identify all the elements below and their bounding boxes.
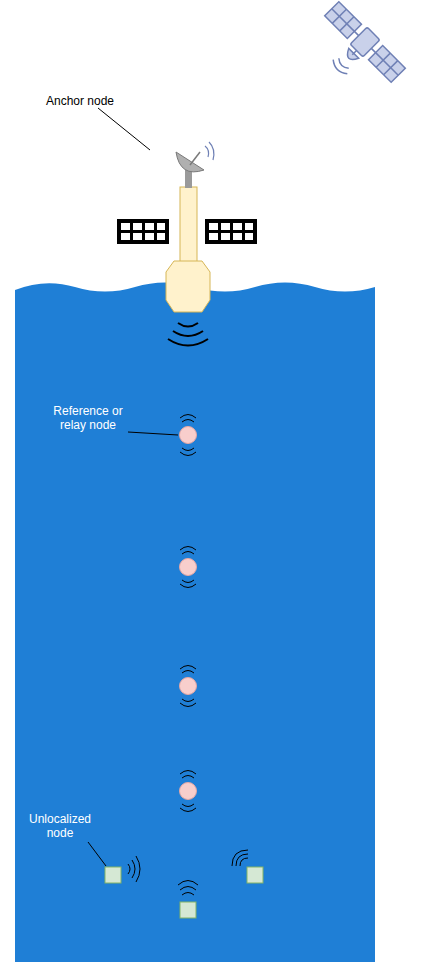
callout-label: Anchor node <box>30 94 130 108</box>
leader-line <box>88 842 106 866</box>
relay-nodes <box>180 415 197 812</box>
leader-line <box>98 108 150 150</box>
satellite-icon <box>304 0 407 103</box>
anchor-buoy <box>117 142 257 346</box>
callout-label: Reference or relay node <box>48 404 128 432</box>
ocean <box>15 283 375 962</box>
callout-label: Unlocalized node <box>24 812 96 840</box>
leader-line <box>128 432 178 435</box>
unlocalized-nodes <box>105 850 263 918</box>
